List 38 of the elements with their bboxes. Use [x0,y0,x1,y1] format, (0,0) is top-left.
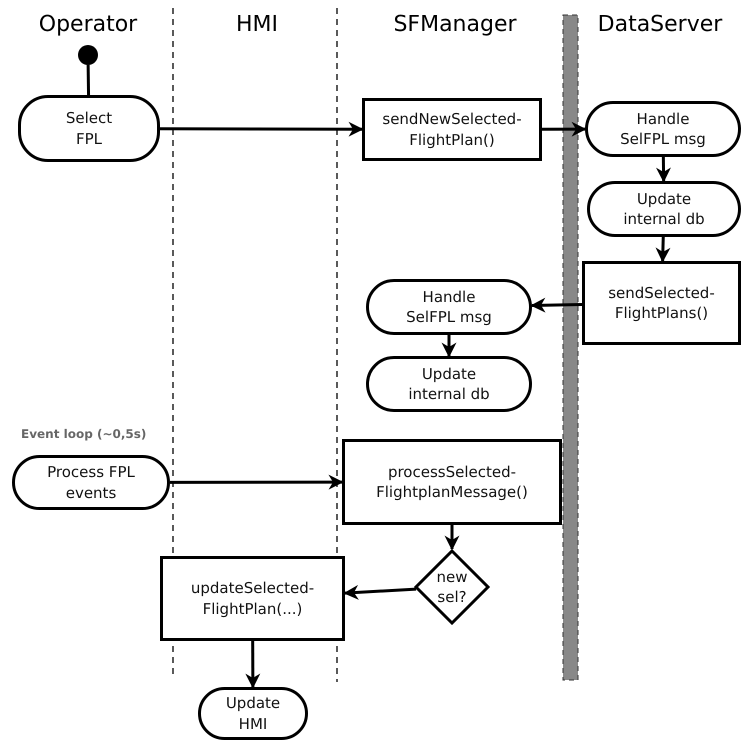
node-note: Event loop (~0,5s) [21,426,146,442]
connector-line [86,64,90,96]
arrow [245,641,260,688]
process-box [342,439,562,525]
activity-node [585,101,741,157]
arrow [170,474,344,490]
start-node [78,45,98,65]
lane-heading: HMI [236,12,278,37]
node-label: Handle SelFPL msg [405,286,493,328]
node-label: updateSelected- FlightPlan(...) [190,578,316,619]
node-label: sendNewSelected- FlightPlan() [381,109,523,150]
node-label: Handle SelFPL msg [619,108,707,150]
arrow [442,335,456,358]
arrow [530,298,582,313]
arrow [542,122,586,137]
process-box [160,556,345,641]
decision-diamond [414,549,490,625]
node-label: Update HMI [224,693,282,734]
node-label: sendSelected- FlightPlans() [607,282,716,324]
lane-heading: DataServer [598,12,722,37]
activity-node [198,687,308,740]
arrow [344,584,416,600]
node-label: Update internal db [622,188,706,230]
lane-heading: Operator [38,12,138,37]
node-label: Select FPL [64,108,114,149]
arrow [160,122,364,137]
process-box [362,98,542,161]
activity-node [587,181,741,237]
arrow [656,156,671,182]
node-label: Update internal db [407,364,491,404]
lane-heading: SFManager [393,12,517,37]
node-label: new sel? [435,566,468,608]
activity-node [18,95,160,162]
process-box [582,261,741,345]
arrow [655,236,670,262]
node-label: Process FPL events [46,462,136,503]
arrow [444,525,460,550]
node-label: processSelected- FlightplanMessage() [375,462,529,502]
